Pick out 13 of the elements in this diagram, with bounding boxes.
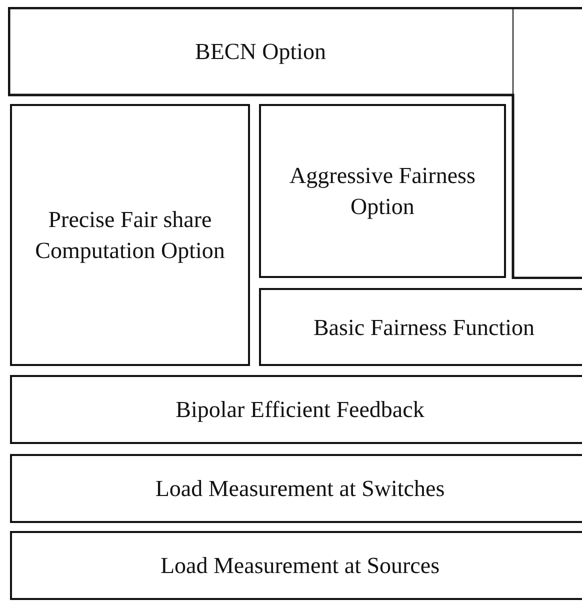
layer-box bbox=[259, 104, 506, 278]
layer-box bbox=[10, 454, 582, 523]
layer-box bbox=[10, 375, 582, 444]
layer-box bbox=[259, 288, 582, 366]
box-label: Load Measurement at Switches bbox=[155, 475, 445, 503]
box-label: Load Measurement at Sources bbox=[160, 552, 440, 580]
box-label: Precise Fair share Computation Option bbox=[34, 206, 226, 265]
box-label: BECN Option bbox=[195, 38, 326, 66]
box-label: Aggressive Fairness Option bbox=[288, 162, 476, 221]
box-label: Basic Fairness Function bbox=[313, 314, 535, 342]
layer-box bbox=[10, 104, 250, 366]
layer-box bbox=[10, 531, 582, 600]
box-label: Bipolar Efficient Feedback bbox=[176, 396, 424, 424]
